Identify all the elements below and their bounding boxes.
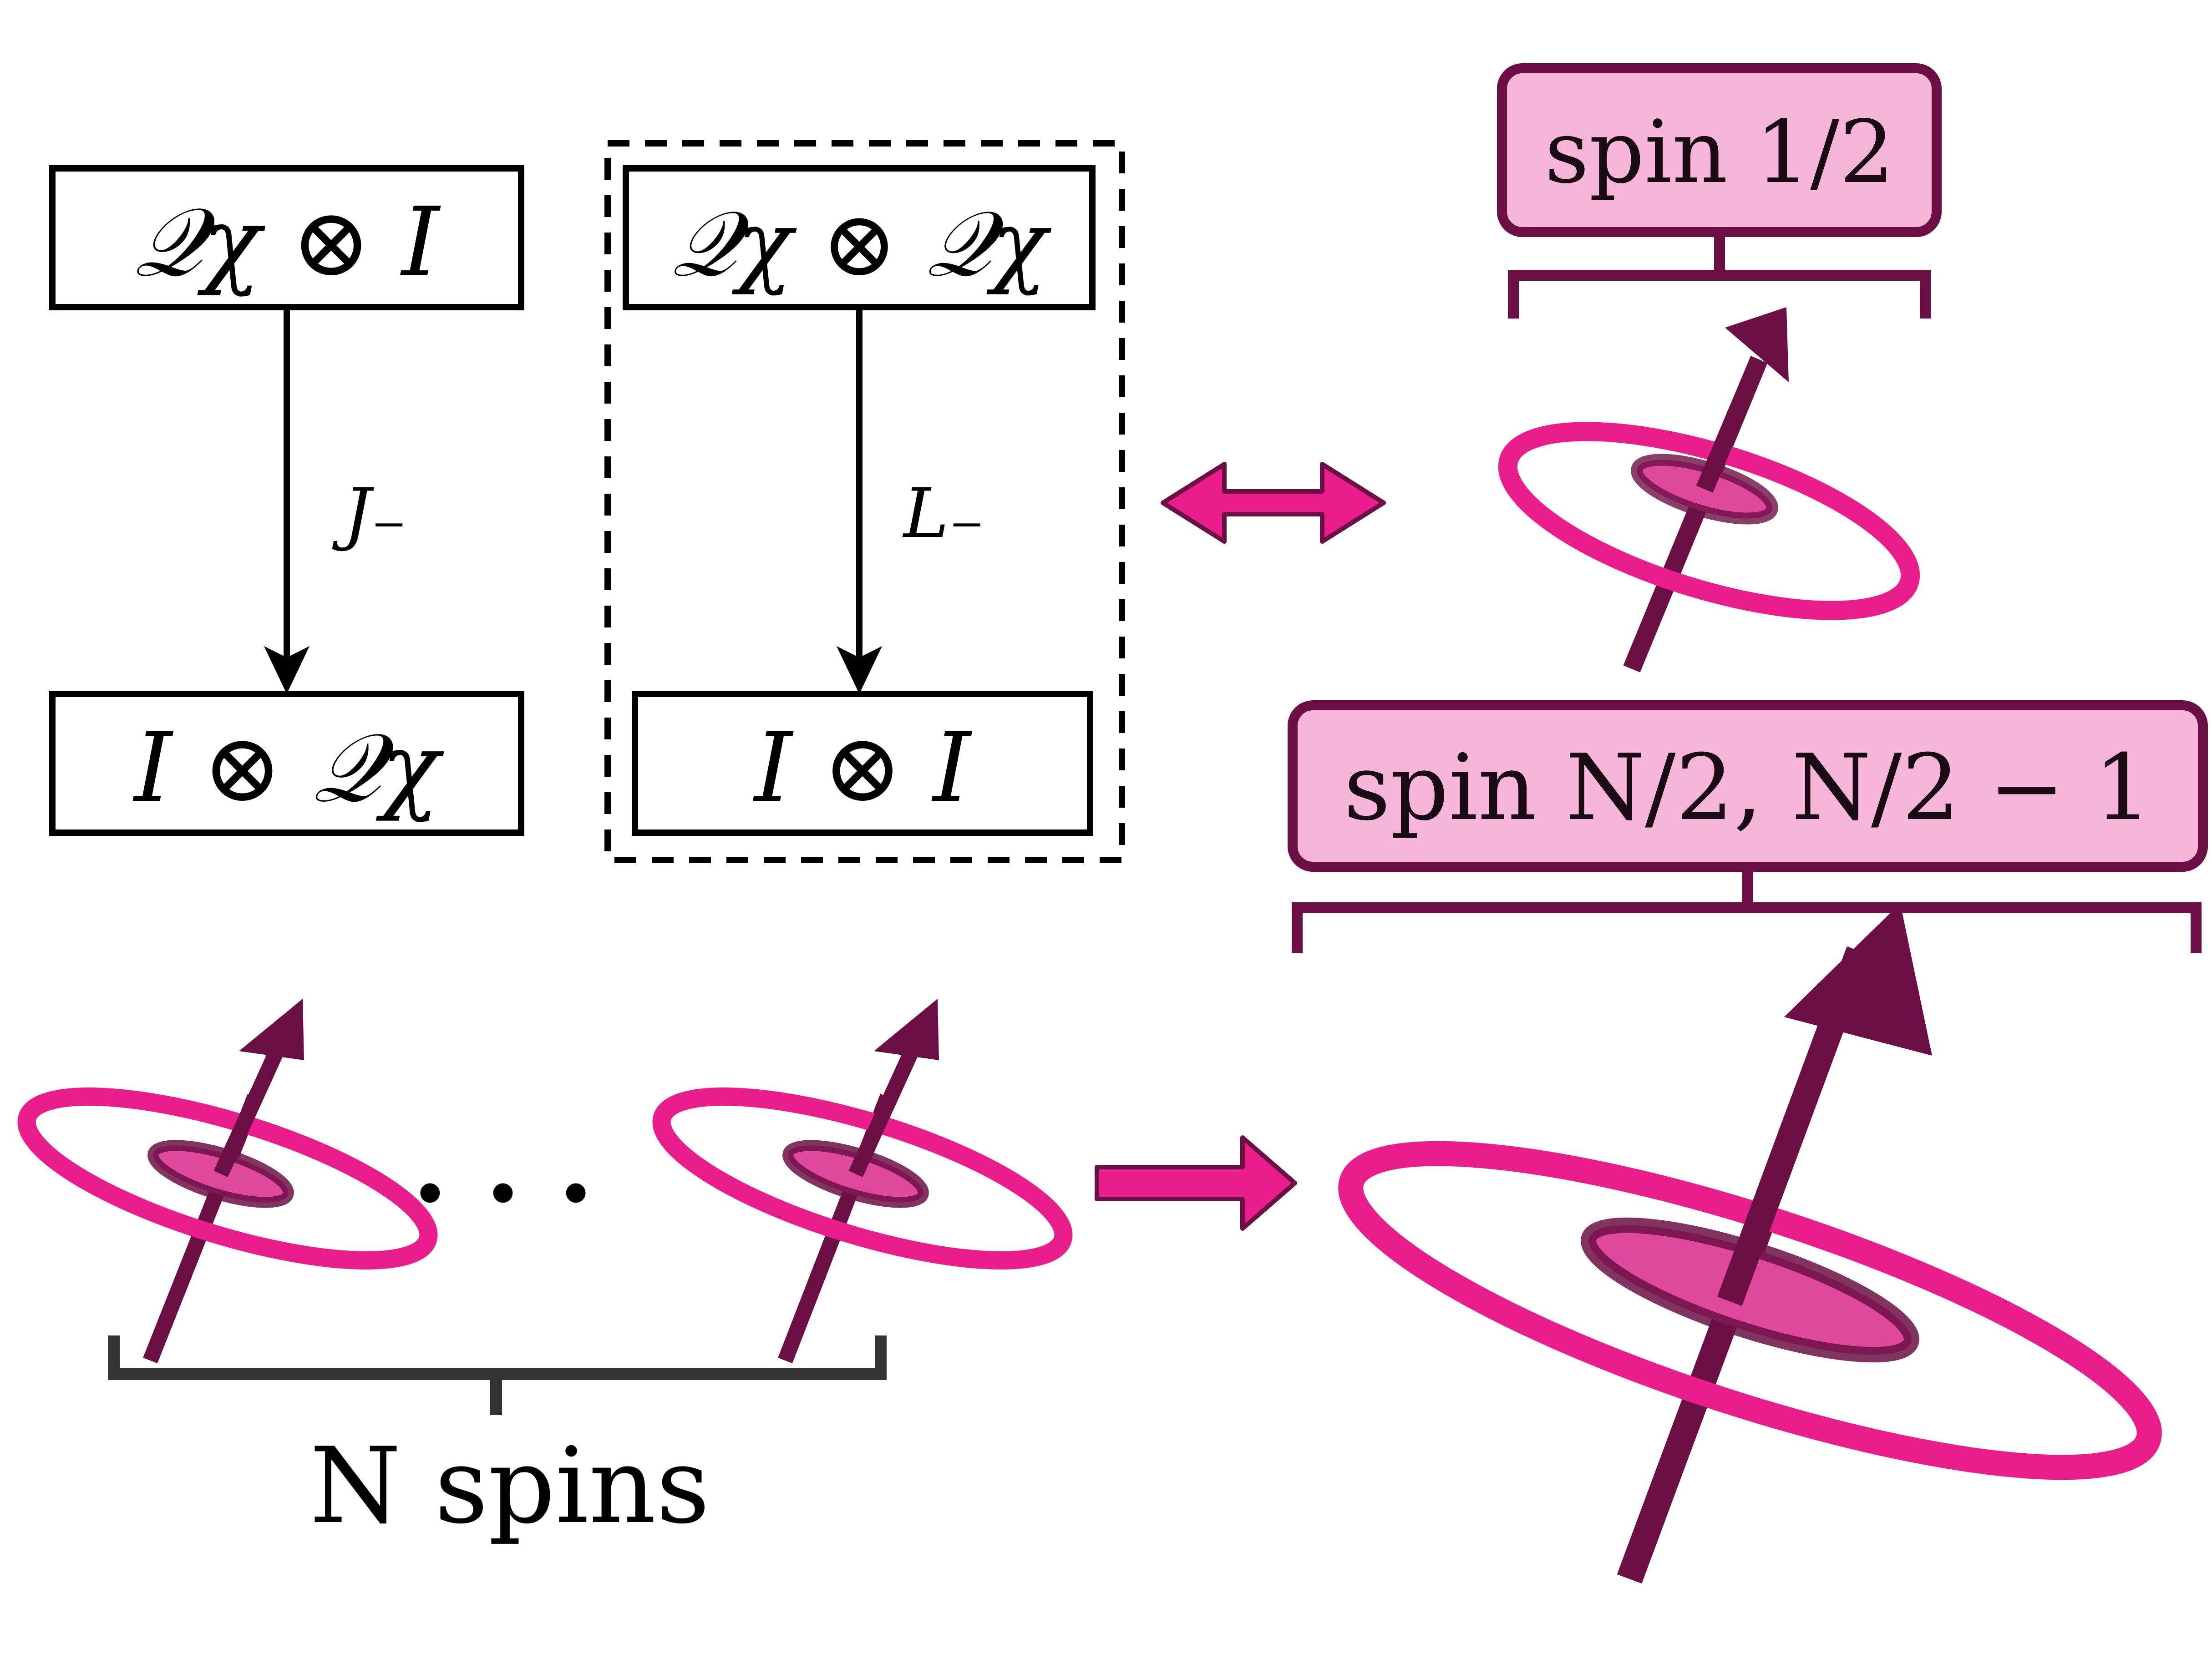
n-spins-label: N spins [309,1426,710,1547]
ellipsis: . . . [412,1103,594,1226]
box-q-chi-tensor-q-chi-label: 𝒬χ ⊗ 𝒬χ [672,191,1052,297]
small-spin-n-icon [652,999,1073,1364]
double-arrow-icon [1161,462,1386,544]
box-identity-tensor-identity-label: I ⊗ I [752,712,972,824]
spin-n-label-group: spin N/2, N/2 − 1 [1288,700,2208,953]
box-identity-tensor-q-chi [49,691,524,836]
box-q-chi-tensor-identity [49,165,524,310]
right-arrow-icon [1095,1135,1297,1231]
operator-l-minus: L₋ [902,474,985,553]
right-chain: 𝒬χ ⊗ 𝒬χ L₋ I ⊗ I [604,140,1125,863]
box-q-chi-tensor-identity-label: 𝒬χ ⊗ I [134,187,441,298]
big-spin-icon [1338,903,2162,1584]
spin-half-label: spin 1/2 [1545,102,1894,202]
arrow-j-minus-head [264,646,309,694]
dashed-frame [604,140,1125,863]
left-chain: 𝒬χ ⊗ I J₋ I ⊗ 𝒬χ [49,165,524,836]
box-q-chi-tensor-q-chi [623,165,1096,310]
arrow-l-minus-head [837,646,882,694]
box-identity-tensor-q-chi-label: I ⊗ 𝒬χ [132,712,444,824]
small-spin-1-icon [17,999,438,1364]
operator-j-minus: J₋ [332,474,407,553]
spin-half-bracket [1508,270,1931,319]
box-identity-tensor-identity [632,691,1093,836]
spin-half-label-group: spin 1/2 [1497,63,1942,319]
spin-half-icon [1498,307,1920,673]
n-spins-bracket [108,1335,887,1380]
spin-n-label: spin N/2, N/2 − 1 [1344,735,2151,841]
spin-n-bracket [1292,902,2202,953]
